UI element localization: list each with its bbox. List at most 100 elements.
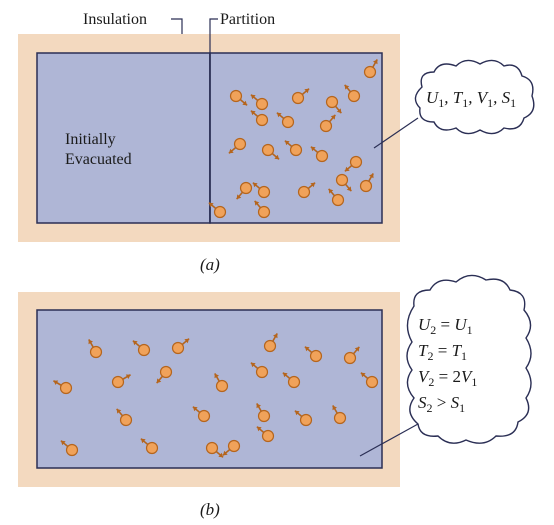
gas-molecule bbox=[254, 200, 271, 219]
gas-molecule bbox=[256, 403, 271, 423]
molecule-body bbox=[281, 115, 295, 129]
velocity-arrowhead bbox=[222, 450, 228, 456]
velocity-arrowhead bbox=[310, 182, 316, 188]
velocity-arrowhead bbox=[372, 59, 378, 65]
gas-molecule bbox=[236, 181, 253, 200]
velocity-arrowhead bbox=[140, 438, 146, 444]
gas-molecule bbox=[335, 173, 352, 192]
molecule-body bbox=[297, 185, 311, 199]
panel-b: U2 = U1 T2 = T1 V2 = 2V1 S2 > S1 (b) bbox=[18, 274, 532, 519]
molecule-body bbox=[145, 441, 159, 455]
molecule-body bbox=[325, 95, 339, 109]
velocity-arrowhead bbox=[256, 403, 262, 409]
gas-molecule bbox=[228, 137, 247, 154]
molecule-body bbox=[255, 113, 269, 127]
gas-molecule bbox=[344, 84, 361, 103]
molecule-body bbox=[215, 379, 229, 393]
gas-molecule bbox=[116, 408, 133, 427]
gas-molecule bbox=[332, 405, 347, 425]
gas-molecule bbox=[192, 406, 211, 423]
velocity-arrowhead bbox=[218, 452, 224, 458]
molecule-body bbox=[111, 375, 125, 389]
molecule-body bbox=[261, 429, 275, 443]
gas-molecule bbox=[263, 333, 278, 353]
gas-molecule bbox=[261, 143, 280, 160]
partition-label: Partition bbox=[220, 11, 275, 28]
molecule-body bbox=[137, 343, 151, 357]
velocity-arrowhead bbox=[88, 339, 94, 345]
bubble-b-outline bbox=[406, 274, 532, 444]
molecule-body bbox=[159, 365, 173, 379]
velocity-arrowhead bbox=[236, 194, 242, 200]
molecule-body bbox=[261, 143, 275, 157]
molecule-body bbox=[333, 411, 347, 425]
gas-molecule bbox=[256, 426, 275, 443]
gas-molecule bbox=[250, 94, 269, 111]
molecule-body bbox=[65, 443, 79, 457]
gas-molecule bbox=[359, 173, 374, 193]
gas-molecule bbox=[291, 88, 310, 105]
velocity-arrowhead bbox=[276, 112, 282, 118]
velocity-arrowhead bbox=[125, 374, 131, 380]
velocity-arrowhead bbox=[344, 166, 350, 172]
velocity-arrowhead bbox=[192, 406, 198, 412]
molecule-body bbox=[213, 205, 227, 219]
velocity-arrowhead bbox=[344, 84, 350, 90]
state-bubble-b: U2 = U1 T2 = T1 V2 = 2V1 S2 > S1 bbox=[359, 274, 532, 457]
gas-molecule bbox=[343, 346, 360, 365]
molecule-body bbox=[205, 441, 219, 455]
gas-molecule bbox=[208, 202, 227, 219]
gas-molecule bbox=[222, 439, 241, 456]
gas-molecule bbox=[171, 338, 190, 355]
molecule-body bbox=[89, 345, 103, 359]
gas-molecule bbox=[319, 114, 336, 133]
molecule-body bbox=[291, 91, 305, 105]
molecule-body bbox=[119, 413, 133, 427]
gas-molecule bbox=[344, 155, 363, 172]
molecule-body bbox=[263, 339, 277, 353]
velocity-arrowhead bbox=[284, 140, 290, 146]
gas-molecule bbox=[132, 340, 151, 357]
velocity-arrowhead bbox=[208, 202, 214, 208]
velocity-arrowhead bbox=[294, 410, 300, 416]
molecule-body bbox=[171, 341, 185, 355]
molecule-body bbox=[335, 173, 349, 187]
velocity-arrowhead bbox=[328, 188, 334, 194]
molecule-body bbox=[343, 351, 357, 365]
velocity-arrowhead bbox=[214, 373, 220, 379]
gas-molecule bbox=[60, 440, 79, 457]
velocity-arrowhead bbox=[60, 440, 66, 446]
gas-molecule bbox=[250, 362, 269, 379]
caption-b: (b) bbox=[200, 500, 220, 519]
bubble-b-line-4: S2 > S1 bbox=[418, 393, 465, 415]
velocity-arrowhead bbox=[282, 372, 288, 378]
velocity-arrowhead bbox=[368, 173, 374, 179]
gas-molecule bbox=[294, 410, 313, 427]
bubble-b-line-1: U2 = U1 bbox=[418, 315, 473, 337]
molecule-body bbox=[59, 381, 73, 395]
partition-leader bbox=[209, 18, 218, 53]
gas-molecule bbox=[229, 89, 248, 106]
velocity-arrowhead bbox=[354, 346, 360, 352]
gas-molecule bbox=[111, 374, 131, 389]
velocity-arrowhead bbox=[330, 114, 336, 120]
molecule-body bbox=[289, 143, 303, 157]
gas-molecule bbox=[53, 380, 73, 395]
bubble-a-text: U1, T1, V1, S1 bbox=[426, 88, 516, 110]
velocity-arrowhead bbox=[242, 100, 248, 106]
insulation-leader bbox=[171, 18, 183, 34]
velocity-arrowhead bbox=[250, 362, 256, 368]
velocity-arrowhead bbox=[252, 182, 258, 188]
molecule-body bbox=[331, 193, 345, 207]
molecule-body bbox=[347, 89, 361, 103]
velocity-arrowhead bbox=[336, 108, 342, 114]
velocity-arrowhead bbox=[256, 426, 262, 432]
molecule-body bbox=[365, 375, 379, 389]
gas-molecule bbox=[276, 112, 295, 129]
gas-molecule bbox=[282, 372, 301, 389]
molecule-body bbox=[197, 409, 211, 423]
molecule-body bbox=[229, 89, 243, 103]
velocity-arrowhead bbox=[272, 333, 278, 339]
velocity-arrowhead bbox=[346, 186, 352, 192]
evacuated-label-line2: Evacuated bbox=[65, 151, 132, 168]
